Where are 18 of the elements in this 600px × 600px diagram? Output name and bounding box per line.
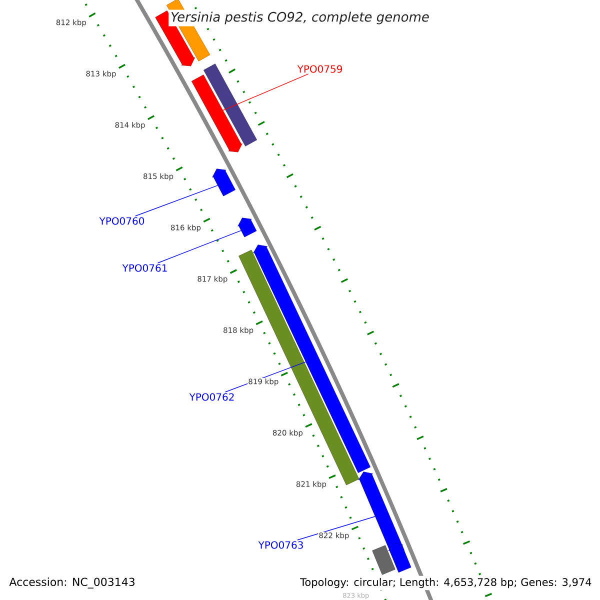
gene-label: YPO0760 — [99, 217, 144, 225]
gene-feature — [238, 218, 257, 238]
title: Yersinia pestis CO92, complete genome — [168, 10, 432, 26]
leader-line — [157, 230, 242, 264]
gene-label: YPO0761 — [122, 264, 167, 272]
gene-label: YPO0763 — [258, 541, 303, 549]
leader-line — [135, 185, 218, 216]
leader-line — [222, 74, 309, 111]
gene-feature — [204, 64, 257, 146]
gene-label: YPO0759 — [297, 65, 342, 73]
info-label: Topology: circular; Length: 4,653,728 bp; Genes: 3,974 — [298, 576, 594, 590]
gene-feature — [191, 74, 242, 152]
gene-feature — [388, 542, 412, 573]
leader-line — [297, 516, 376, 540]
gene-feature — [372, 545, 396, 575]
info-label: Accession: NC_003143 — [7, 576, 138, 590]
gene-feature — [212, 168, 236, 196]
gene-label: YPO0762 — [189, 393, 234, 401]
